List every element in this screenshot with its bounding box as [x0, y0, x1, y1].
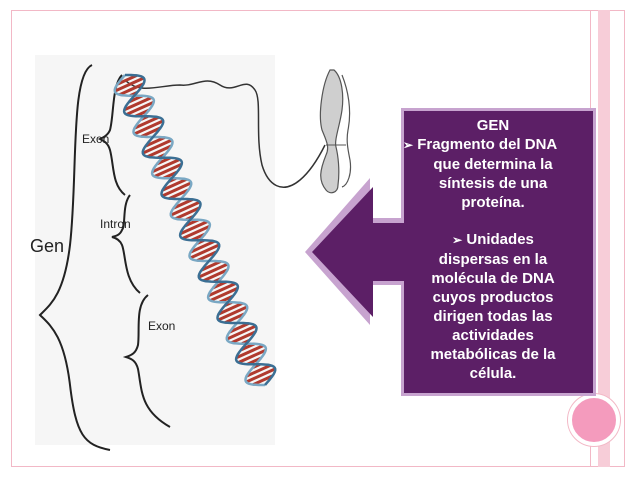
base-pair — [116, 74, 138, 86]
base-pair — [209, 286, 239, 302]
helix-backbone-1 — [113, 74, 268, 387]
base-pair — [245, 367, 276, 384]
base-pair — [125, 100, 155, 116]
bullet-2-line-6: actividades — [452, 327, 534, 344]
base-pair — [235, 344, 265, 360]
intron-brace — [111, 194, 141, 294]
base-pair — [142, 138, 173, 155]
gene-label: Gen — [30, 236, 64, 256]
bullet-2-line-1: ➢ Unidades — [452, 231, 534, 248]
base-pair — [217, 301, 244, 316]
bullet-1-line-3: síntesis de una — [438, 175, 548, 192]
base-pair — [207, 282, 237, 298]
bullet-1-line-4: proteína. — [461, 194, 525, 211]
base-pair — [161, 177, 188, 192]
base-pair — [133, 119, 164, 136]
base-pair — [168, 188, 190, 200]
base-pair — [174, 206, 201, 221]
bullet-2-line-7: metabólicas de la — [430, 346, 556, 363]
arrow-bullet-icon: ➢ — [452, 233, 463, 247]
base-pair — [181, 224, 211, 240]
bullet-1-line-2: que determina la — [433, 156, 553, 173]
base-pair — [198, 262, 229, 279]
base-pair — [133, 115, 160, 130]
base-pair — [228, 322, 250, 334]
dna-diagram: Exon Intron Exon Gen — [30, 55, 352, 451]
exon-bottom-label: Exon — [148, 319, 175, 333]
base-pair — [146, 144, 173, 159]
base-pair — [189, 239, 216, 254]
exon-top-brace — [97, 74, 126, 196]
base-pair — [217, 305, 248, 322]
decorative-bar — [598, 10, 610, 467]
base-pair — [226, 324, 257, 341]
gene-brace — [38, 64, 111, 451]
callout-title: GEN — [476, 117, 510, 134]
bullet-2-line-8: célula. — [469, 365, 517, 382]
bullet-2-line-2: dispersas en la — [438, 251, 548, 268]
bullet-1-line-1: ➢ Fragmento del DNA — [403, 136, 558, 153]
dna-helix — [113, 73, 277, 387]
base-pair — [179, 220, 209, 236]
base-pair — [118, 82, 145, 97]
base-pair — [123, 96, 153, 112]
base-pair — [196, 250, 218, 262]
base-pair — [230, 330, 257, 345]
bullet-2-line-5: dirigen todas las — [433, 308, 553, 325]
base-pair — [153, 162, 183, 178]
base-pair — [202, 268, 229, 283]
base-pair — [189, 243, 220, 260]
bullet-2-line-4: cuyos productos — [432, 289, 554, 306]
base-pair — [245, 363, 272, 378]
gene-definition-callout: GEN ➢ Fragmento del DNA que determina la… — [401, 108, 585, 393]
helix-backbone-2 — [122, 73, 277, 386]
base-pair — [144, 136, 166, 148]
base-pair — [114, 76, 145, 93]
callout-arrow — [305, 108, 596, 396]
base-pair — [172, 198, 194, 210]
base-pair — [224, 312, 246, 324]
exon-top-label: Exon — [82, 132, 109, 146]
base-pair — [200, 260, 222, 272]
chromatin-strand — [124, 79, 326, 188]
base-pair — [170, 200, 201, 217]
bullet-2-line-3: molécula de DNA — [431, 270, 555, 287]
base-pair — [237, 348, 267, 364]
intron-label: Intron — [100, 217, 131, 231]
exon-bottom-brace — [122, 294, 171, 428]
arrow-bullet-icon: ➢ — [403, 138, 414, 152]
base-pair — [140, 126, 162, 138]
base-pair — [151, 158, 181, 174]
base-pair — [252, 374, 274, 386]
slide-frame — [11, 10, 625, 467]
chromosome-icon — [319, 69, 352, 194]
base-pair — [161, 181, 192, 198]
